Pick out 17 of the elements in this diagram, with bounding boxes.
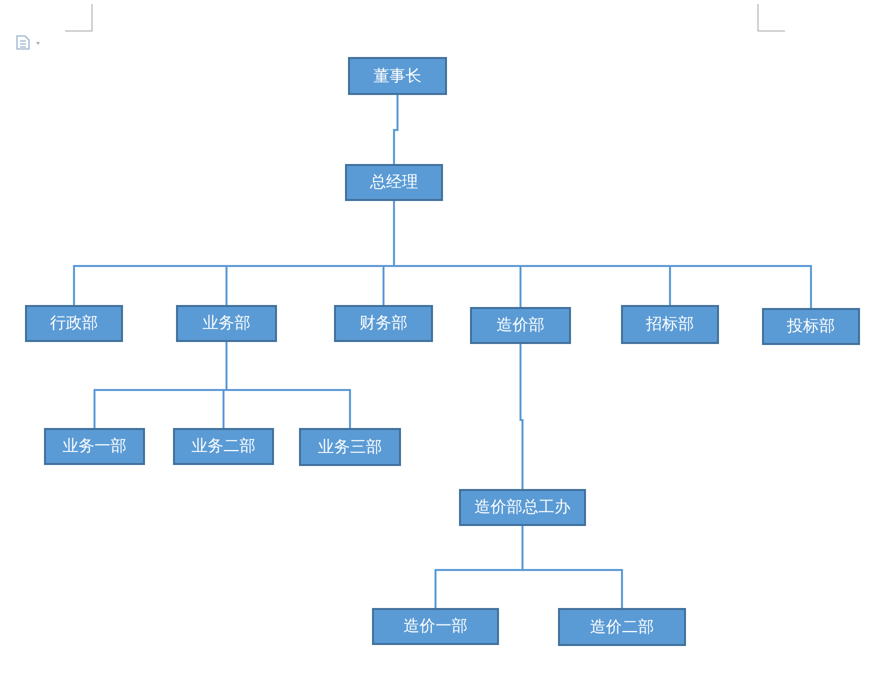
- org-box: 董事长: [348, 57, 447, 95]
- org-box: 业务二部: [173, 428, 274, 465]
- org-box: 招标部: [621, 305, 719, 344]
- connector-line: [522, 526, 623, 608]
- connector-line: [393, 95, 398, 164]
- org-box: 造价一部: [372, 608, 499, 645]
- org-box: 行政部: [25, 305, 123, 342]
- connector-line: [520, 344, 524, 489]
- org-box: 投标部: [762, 308, 860, 345]
- org-box: 财务部: [334, 305, 433, 342]
- org-box: 业务部: [176, 305, 277, 342]
- org-box: 总经理: [345, 164, 443, 201]
- org-box: 造价二部: [558, 608, 686, 646]
- org-box: 造价部: [470, 307, 571, 344]
- org-box: 业务一部: [44, 428, 145, 465]
- org-box: 造价部总工办: [459, 489, 586, 526]
- org-box: 业务三部: [299, 428, 401, 466]
